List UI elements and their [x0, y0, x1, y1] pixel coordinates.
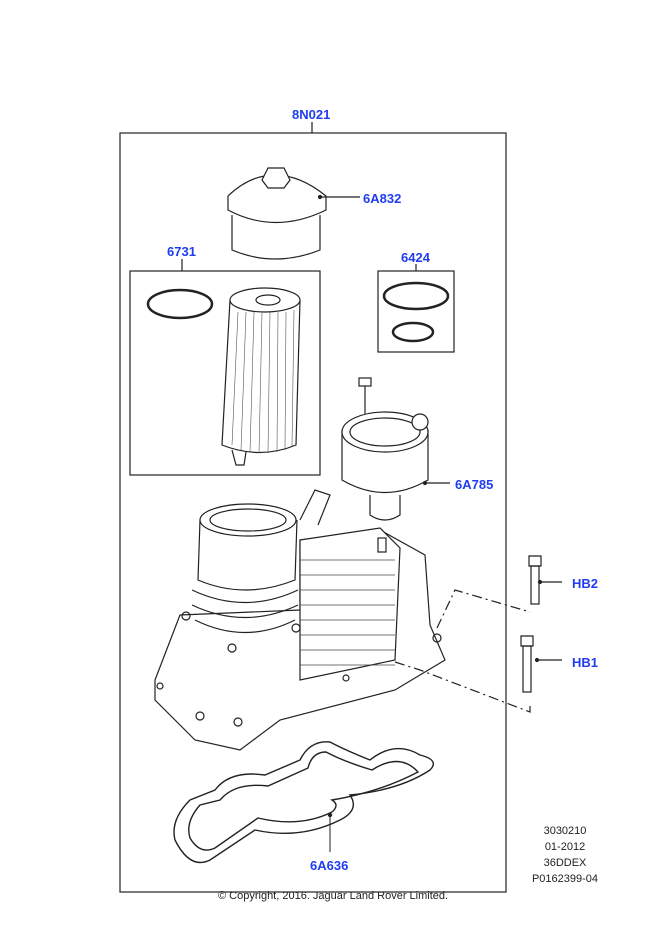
callout-seal-kit[interactable]: 6424	[401, 250, 430, 265]
callout-gasket[interactable]: 6A636	[310, 858, 349, 873]
valve-assembly[interactable]	[341, 377, 450, 521]
callout-assembly[interactable]: 8N021	[292, 107, 331, 122]
meta-line-4: P0162399-04	[531, 873, 599, 885]
bolt-hb1[interactable]	[520, 635, 562, 693]
callout-bolt-hb2[interactable]: HB2	[572, 576, 599, 591]
bolt-hb2[interactable]	[528, 555, 562, 605]
filter-cap[interactable]	[227, 167, 360, 260]
diagram-meta: 3030210 01-2012 36DDEX P0162399-04	[520, 823, 610, 887]
assembly-frame	[119, 132, 507, 893]
callout-valve[interactable]: 6A785	[455, 477, 494, 492]
meta-line-1: 3030210	[543, 825, 587, 837]
meta-line-3: 36DDEX	[543, 857, 587, 869]
oil-filter-housing[interactable]	[154, 489, 446, 751]
callout-filter-kit[interactable]: 6731	[167, 244, 196, 259]
copyright: © Copyright, 2016. Jaguar Land Rover Lim…	[218, 890, 449, 902]
callout-cap[interactable]: 6A832	[363, 191, 402, 206]
callout-bolt-hb1[interactable]: HB1	[572, 655, 599, 670]
meta-line-2: 01-2012	[544, 841, 586, 853]
filter-element[interactable]	[146, 287, 301, 466]
bolt-guide-lines	[394, 589, 531, 713]
seal-rings[interactable]	[382, 281, 450, 343]
gasket[interactable]	[173, 741, 434, 864]
filter-kit-frame	[129, 270, 321, 476]
